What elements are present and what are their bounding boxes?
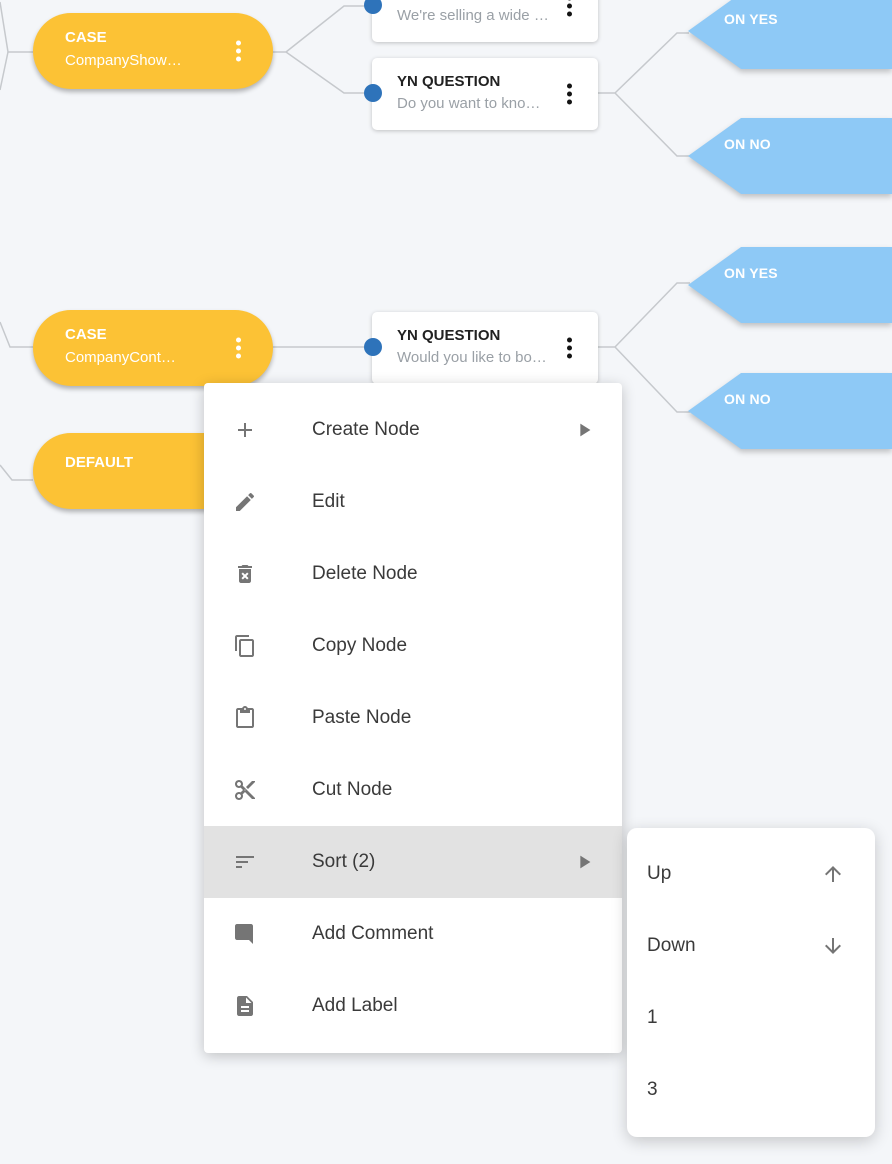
submenu-arrow-icon (573, 851, 595, 873)
kebab-menu-icon[interactable] (563, 0, 576, 21)
input-port-dot (364, 338, 382, 356)
branch-node-on-no-2[interactable]: ON NO (688, 373, 892, 449)
menu-item-label: Add Label (312, 995, 398, 1016)
node-type-label: YN QUESTION (397, 73, 501, 90)
sort-icon (233, 850, 257, 874)
menu-item-label: Paste Node (312, 707, 412, 728)
document-icon (233, 994, 257, 1018)
menu-item-label: Delete Node (312, 563, 418, 584)
menu-item-add-label[interactable]: Add Label (204, 970, 622, 1042)
node-type-label: YN QUESTION (397, 327, 501, 344)
input-port-dot (364, 0, 382, 14)
submenu-item-label: 3 (647, 1079, 658, 1100)
menu-item-copy-node[interactable]: Copy Node (204, 610, 622, 682)
kebab-menu-icon[interactable] (563, 334, 576, 363)
case-node-companyshow[interactable]: CASE CompanyShow… (33, 13, 273, 89)
submenu-item-label: 1 (647, 1007, 658, 1028)
menu-item-edit[interactable]: Edit (204, 466, 622, 538)
kebab-menu-icon[interactable] (232, 37, 245, 66)
node-type-label: DEFAULT (65, 454, 134, 471)
submenu-item-1[interactable]: 1 (627, 982, 875, 1054)
submenu-item-label: Up (647, 863, 672, 884)
arrow-up-icon (821, 862, 845, 886)
plus-icon (233, 418, 257, 442)
menu-item-label: Copy Node (312, 635, 408, 656)
submenu-item-3[interactable]: 3 (627, 1054, 875, 1126)
connector-lines (0, 1, 690, 481)
menu-item-label: Create Node (312, 419, 420, 440)
node-text: Do you want to kno… (397, 95, 541, 112)
sort-submenu: Up Down 1 3 (627, 828, 875, 1137)
menu-item-cut-node[interactable]: Cut Node (204, 754, 622, 826)
node-context-menu: Create Node Edit Delete Node Copy Node P… (204, 383, 622, 1053)
submenu-item-down[interactable]: Down (627, 910, 875, 982)
menu-item-sort[interactable]: Sort (2) (204, 826, 622, 898)
node-text: We're selling a wide … (397, 7, 549, 24)
scissors-icon (233, 778, 257, 802)
menu-item-label: Edit (312, 491, 345, 512)
menu-item-label: Add Comment (312, 923, 434, 944)
branch-node-on-yes-2[interactable]: ON YES (688, 247, 892, 323)
message-node-partial[interactable]: We're selling a wide … (372, 0, 598, 42)
submenu-item-up[interactable]: Up (627, 838, 875, 910)
pencil-icon (233, 490, 257, 514)
node-type-label: CASE (65, 29, 107, 46)
menu-item-delete-node[interactable]: Delete Node (204, 538, 622, 610)
branch-node-on-yes-1[interactable]: ON YES (688, 0, 892, 69)
branch-node-on-no-1[interactable]: ON NO (688, 118, 892, 194)
node-type-label: CASE (65, 326, 107, 343)
node-text: Would you like to bo… (397, 349, 547, 366)
submenu-arrow-icon (573, 419, 595, 441)
yn-question-node-2[interactable]: YN QUESTION Would you like to bo… (372, 312, 598, 384)
kebab-menu-icon[interactable] (232, 334, 245, 363)
submenu-item-label: Down (647, 935, 696, 956)
menu-item-create-node[interactable]: Create Node (204, 394, 622, 466)
menu-item-label: Cut Node (312, 779, 393, 800)
copy-icon (233, 634, 257, 658)
trash-delete-icon (233, 562, 257, 586)
yn-question-node-1[interactable]: YN QUESTION Do you want to kno… (372, 58, 598, 130)
kebab-menu-icon[interactable] (563, 80, 576, 109)
node-name: CompanyShow… (65, 52, 182, 69)
node-name: CompanyCont… (65, 349, 176, 366)
menu-item-label: Sort (2) (312, 851, 376, 872)
comment-icon (233, 922, 257, 946)
menu-item-add-comment[interactable]: Add Comment (204, 898, 622, 970)
branch-label: ON NO (724, 136, 771, 152)
arrow-down-icon (821, 934, 845, 958)
branch-label: ON YES (724, 265, 778, 281)
branch-label: ON YES (724, 11, 778, 27)
input-port-dot (364, 84, 382, 102)
menu-item-paste-node[interactable]: Paste Node (204, 682, 622, 754)
clipboard-icon (233, 706, 257, 730)
case-node-companycont[interactable]: CASE CompanyCont… (33, 310, 273, 386)
branch-label: ON NO (724, 391, 771, 407)
